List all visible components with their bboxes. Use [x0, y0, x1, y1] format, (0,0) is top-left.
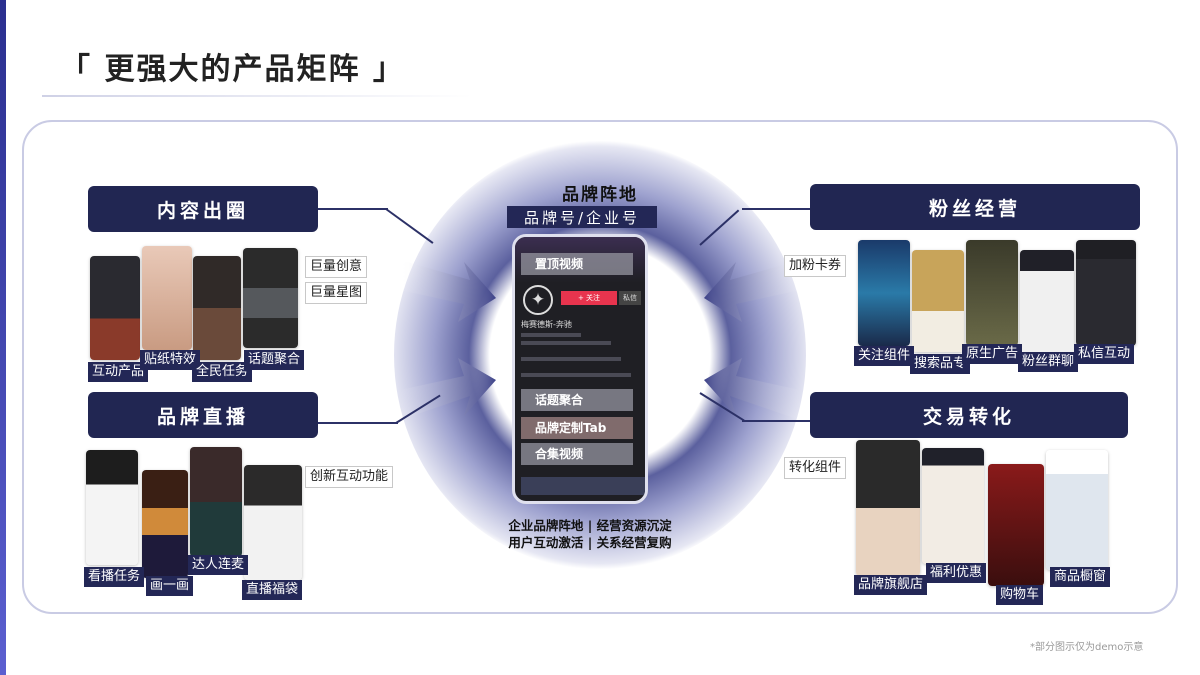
screenshot-national-task: [193, 256, 241, 360]
label-juliang-creative: 巨量创意: [305, 256, 368, 278]
screenshot-native-ad: [966, 240, 1018, 346]
screenshot-draw: [142, 470, 188, 578]
screenshot-sticker-effect: [142, 246, 192, 350]
screenshot-live-link: [190, 447, 242, 557]
screenshot-topic-aggregation: [243, 248, 298, 348]
label-interactive-product: 互动产品: [88, 362, 149, 382]
left-accent-bar: [0, 0, 6, 675]
trade-module-title: 交易转化: [810, 392, 1128, 438]
title-underline: [42, 95, 472, 97]
connector-trade: [742, 420, 812, 422]
pinned-video-label: 置顶视频: [521, 253, 633, 275]
profile-info-line: [521, 341, 611, 345]
label-draw: 画一画: [146, 576, 194, 596]
footnote: *部分图示仅为demo示意: [1030, 642, 1144, 653]
label-search-brand: 搜索品专: [910, 354, 971, 374]
profile-info-line: [521, 333, 581, 337]
screenshot-brand-flagship-store: [856, 440, 920, 576]
label-brand-flagship-store: 品牌旗舰店: [854, 575, 928, 595]
label-talent-link: 达人连麦: [188, 555, 249, 575]
collection-video-label: 合集视频: [521, 443, 633, 465]
message-button[interactable]: 私信: [619, 291, 641, 305]
page-title: 「 更强大的产品矩阵 」: [60, 52, 405, 87]
brand-profile-phone: 置顶视频 ✦ + 关注 私信 梅赛德斯-奔驰 话题聚合 品牌定制Tab 合集视频: [512, 234, 648, 504]
live-module-title: 品牌直播: [88, 392, 318, 438]
connector-content: [318, 208, 388, 210]
screenshot-welfare-discount: [922, 448, 984, 564]
topic-aggregation-label: 话题聚合: [521, 389, 633, 411]
brand-position-title: 品牌阵地: [562, 185, 638, 205]
connector-fans: [742, 208, 812, 210]
label-shopping-cart: 购物车: [996, 585, 1044, 605]
screenshot-follow-widget: [858, 240, 910, 346]
label-conversion-widget: 转化组件: [784, 457, 847, 479]
profile-info-line: [521, 357, 621, 361]
content-frame: [22, 120, 1178, 614]
label-welfare-discount: 福利优惠: [926, 563, 987, 583]
label-sticker-effect: 贴纸特效: [140, 350, 201, 370]
label-innovative-interaction: 创新互动功能: [305, 466, 394, 488]
label-product-window: 商品橱窗: [1050, 567, 1111, 587]
label-topic-aggregation: 话题聚合: [244, 350, 305, 370]
screenshot-interactive-product: [90, 256, 140, 360]
label-private-message: 私信互动: [1074, 344, 1135, 364]
brand-name: 梅赛德斯-奔驰: [521, 320, 572, 329]
connector-live: [318, 422, 398, 424]
label-juliang-xingtu: 巨量星图: [305, 282, 368, 304]
center-caption-line2: 用户互动激活 | 关系经营复购: [508, 535, 672, 550]
screenshot-private-message: [1076, 240, 1136, 346]
label-national-task: 全民任务: [192, 362, 253, 382]
fans-module-title: 粉丝经营: [810, 184, 1140, 230]
screenshot-shopping-cart: [988, 464, 1044, 586]
screenshot-search-brand: [912, 250, 964, 352]
content-module-title: 内容出圈: [88, 186, 318, 232]
center-caption: 企业品牌阵地 | 经营资源沉淀 用户互动激活 | 关系经营复购: [470, 517, 710, 551]
label-native-ad: 原生广告: [962, 344, 1023, 364]
screenshot-fan-group: [1020, 250, 1074, 354]
arrow-top-right: [704, 260, 800, 322]
brand-tab-label: 品牌定制Tab: [521, 417, 633, 439]
mercedes-logo-icon: ✦: [523, 285, 553, 315]
label-watch-task: 看播任务: [84, 567, 145, 587]
label-fan-coupon: 加粉卡券: [784, 255, 847, 277]
video-strip: [521, 477, 645, 495]
label-fan-group: 粉丝群聊: [1018, 352, 1079, 372]
arrow-bottom-right: [704, 358, 800, 420]
follow-button[interactable]: + 关注: [561, 291, 617, 305]
screenshot-product-window: [1046, 450, 1108, 570]
label-follow-widget: 关注组件: [854, 346, 915, 366]
center-caption-line1: 企业品牌阵地 | 经营资源沉淀: [508, 518, 672, 533]
arrow-top-left: [400, 260, 496, 322]
label-live-luckybag: 直播福袋: [242, 580, 303, 600]
screenshot-live-luckybag: [244, 465, 302, 580]
brand-account-subtitle: 品牌号/企业号: [507, 206, 657, 228]
profile-info-line: [521, 373, 631, 377]
screenshot-watch-task: [86, 450, 138, 565]
